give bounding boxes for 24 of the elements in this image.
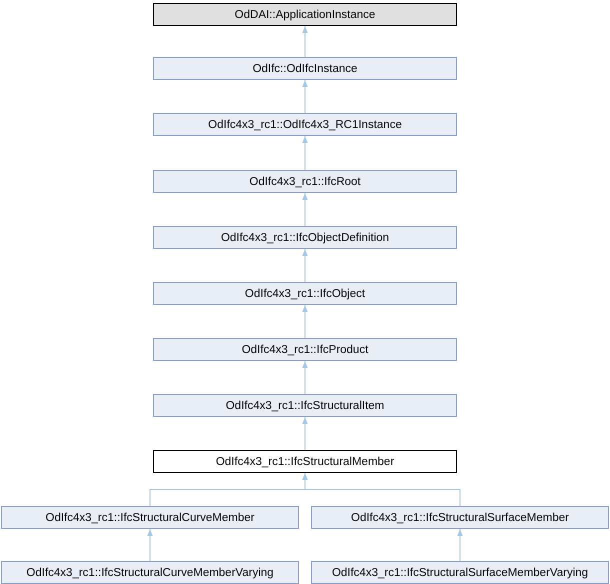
- class-box: OdIfc4x3_rc1::IfcStructuralSurfaceMember: [311, 506, 609, 529]
- inheritance-arrow: [457, 528, 463, 562]
- inheritance-arrow: [302, 80, 308, 114]
- class-box: OdIfc4x3_rc1::IfcProduct: [153, 338, 457, 361]
- class-box: OdDAI::ApplicationInstance: [153, 3, 457, 26]
- class-box: OdIfc4x3_rc1::OdIfc4x3_RC1Instance: [153, 113, 457, 136]
- class-box: OdIfc4x3_rc1::IfcObjectDefinition: [153, 226, 457, 249]
- inheritance-arrow: [302, 248, 308, 282]
- class-box: OdIfc::OdIfcInstance: [153, 57, 457, 80]
- class-box: OdIfc4x3_rc1::IfcStructuralItem: [153, 394, 457, 417]
- inheritance-arrow: [302, 472, 460, 506]
- inheritance-arrow: [302, 192, 308, 226]
- inheritance-arrow: [302, 26, 308, 58]
- class-box: OdIfc4x3_rc1::IfcStructuralCurveMember: [1, 506, 299, 529]
- class-box: OdIfc4x3_rc1::IfcStructuralMember: [153, 450, 457, 473]
- inheritance-arrow: [302, 136, 308, 170]
- inheritance-arrow: [302, 360, 308, 394]
- class-box: OdIfc4x3_rc1::IfcRoot: [153, 170, 457, 193]
- class-box: OdIfc4x3_rc1::IfcStructuralCurveMemberVarying: [1, 561, 299, 584]
- inheritance-arrow: [302, 304, 308, 338]
- class-box: OdIfc4x3_rc1::IfcObject: [153, 282, 457, 305]
- class-box: OdIfc4x3_rc1::IfcStructuralSurfaceMemberVarying: [311, 561, 609, 584]
- inheritance-arrow: [302, 416, 308, 450]
- inheritance-arrow: [147, 528, 153, 562]
